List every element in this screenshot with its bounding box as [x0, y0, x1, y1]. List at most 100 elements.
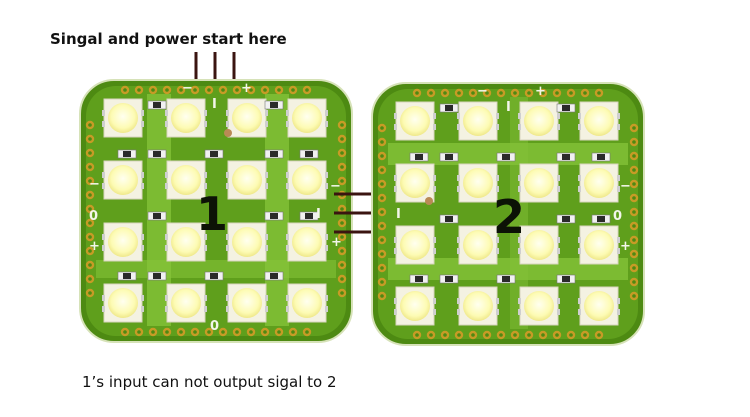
b1-edge-pad-11 [190, 327, 200, 337]
b1-silk-top-plus: + [241, 81, 252, 96]
b1-edge-pad-8 [176, 85, 186, 95]
b2-resistor-8 [439, 274, 459, 284]
b2-led-12 [394, 286, 436, 326]
b2-edge-pad-38 [377, 193, 387, 203]
b1-resistor-0 [147, 100, 167, 110]
b2-silk-right-plus: + [620, 239, 631, 254]
b2-edge-pad-31 [629, 137, 639, 147]
b1-led-10 [226, 222, 268, 262]
b2-edge-pad-24 [580, 88, 590, 98]
b1-edge-pad-43 [337, 218, 347, 228]
b1-edge-pad-51 [337, 274, 347, 284]
b1-edge-pad-28 [85, 120, 95, 130]
b1-edge-pad-27 [302, 327, 312, 337]
b2-edge-pad-40 [377, 207, 387, 217]
board-2: 2 − I + I − 0 + [371, 82, 645, 346]
b1-led-11 [286, 222, 328, 262]
b1-silk-right-minus: − [330, 179, 341, 194]
b2-resistor-1 [556, 103, 576, 113]
b2-led-10 [518, 225, 560, 265]
b1-edge-pad-5 [148, 327, 158, 337]
b1-edge-pad-41 [337, 204, 347, 214]
b2-silk-left-i: I [396, 207, 401, 222]
b2-led-9 [457, 225, 499, 265]
b1-resistor-7 [264, 211, 284, 221]
b2-edge-pad-44 [377, 235, 387, 245]
b1-silk-right-i: I [316, 207, 321, 222]
b1-silk-bottom-zero: 0 [210, 319, 219, 334]
b1-resistor-4 [204, 149, 224, 159]
board-1: 1 − I + − 0 + − I + 0 [79, 79, 353, 343]
b1-edge-pad-19 [246, 327, 256, 337]
b2-edge-pad-2 [426, 88, 436, 98]
b2-edge-pad-4 [440, 88, 450, 98]
board-1-via [224, 129, 232, 137]
b2-silk-top-plus: + [535, 84, 546, 99]
b1-resistor-12 [299, 211, 319, 221]
b2-silk-top-i: I [506, 100, 511, 115]
b1-edge-pad-44 [85, 232, 95, 242]
b2-edge-pad-43 [629, 221, 639, 231]
b2-led-2 [518, 101, 560, 141]
b1-edge-pad-15 [218, 327, 228, 337]
b2-edge-pad-49 [629, 263, 639, 273]
b1-silk-top-i: I [212, 97, 217, 112]
b2-led-11 [578, 225, 620, 265]
b2-resistor-3 [556, 152, 576, 162]
b2-edge-pad-9 [468, 330, 478, 340]
b1-edge-pad-4 [148, 85, 158, 95]
b1-edge-pad-10 [190, 85, 200, 95]
board-2-led-grid [394, 101, 620, 326]
b2-resistor-10 [496, 274, 516, 284]
board-1-resistors [117, 100, 319, 281]
b1-edge-pad-22 [274, 85, 284, 95]
b1-resistor-11 [117, 271, 137, 281]
b1-led-13 [165, 283, 207, 323]
b2-resistor-9 [556, 274, 576, 284]
b2-edge-pad-45 [629, 235, 639, 245]
board-1-edge-pads [85, 85, 347, 337]
b2-led-15 [578, 286, 620, 326]
b1-led-0 [102, 98, 144, 138]
b1-edge-pad-20 [260, 85, 270, 95]
b1-edge-pad-36 [85, 176, 95, 186]
b1-edge-pad-1 [120, 327, 130, 337]
b1-edge-pad-49 [337, 260, 347, 270]
b2-edge-pad-8 [468, 88, 478, 98]
b2-edge-pad-13 [496, 330, 506, 340]
b2-edge-pad-21 [552, 330, 562, 340]
b2-edge-pad-35 [629, 165, 639, 175]
b2-edge-pad-10 [482, 88, 492, 98]
b1-resistor-9 [264, 271, 284, 281]
b2-resistor-13 [591, 152, 611, 162]
b1-led-4 [102, 160, 144, 200]
b1-edge-pad-30 [85, 134, 95, 144]
b1-edge-pad-37 [337, 176, 347, 186]
b1-resistor-6 [147, 211, 167, 221]
b2-edge-pad-15 [510, 330, 520, 340]
b1-edge-pad-3 [134, 327, 144, 337]
top-caption: Singal and power start here [50, 30, 287, 48]
b1-led-9 [165, 222, 207, 262]
b2-resistor-2 [439, 152, 459, 162]
b2-led-3 [578, 101, 620, 141]
b1-led-8 [102, 222, 144, 262]
b1-edge-pad-47 [337, 246, 347, 256]
board-1-number: 1 [196, 187, 228, 241]
b1-edge-pad-14 [218, 85, 228, 95]
b1-led-1 [165, 98, 207, 138]
b1-edge-pad-16 [232, 85, 242, 95]
b1-silk-left-minus: − [89, 177, 100, 192]
b2-edge-pad-41 [629, 207, 639, 217]
b1-edge-pad-33 [337, 148, 347, 158]
b2-edge-pad-29 [629, 123, 639, 133]
b1-led-15 [286, 283, 328, 323]
b2-edge-pad-37 [629, 179, 639, 189]
b1-resistor-2 [147, 149, 167, 159]
b1-edge-pad-18 [246, 85, 256, 95]
b2-edge-pad-53 [629, 291, 639, 301]
b1-edge-pad-35 [337, 162, 347, 172]
b2-edge-pad-5 [440, 330, 450, 340]
b2-edge-pad-36 [377, 179, 387, 189]
